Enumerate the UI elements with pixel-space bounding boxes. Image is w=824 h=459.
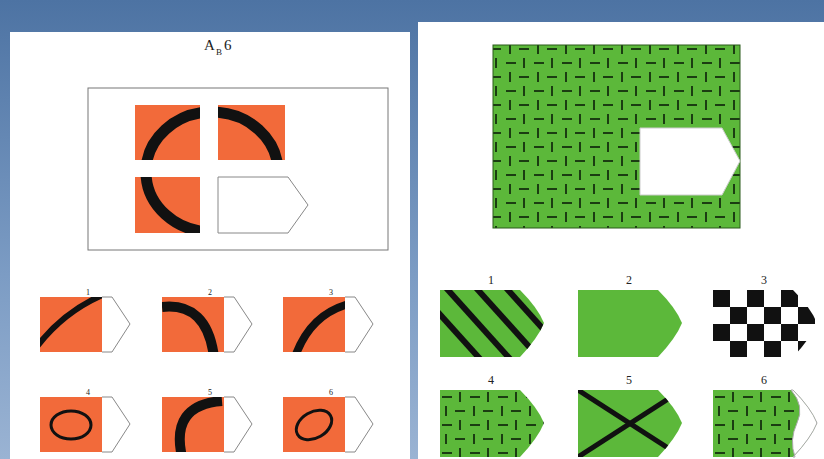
option-number: 3 xyxy=(329,289,333,297)
option-number: 6 xyxy=(329,389,333,397)
option-number: 2 xyxy=(208,289,212,297)
option-number: 4 xyxy=(86,389,90,397)
item-code: A xyxy=(204,38,215,53)
option-number: 4 xyxy=(488,374,494,386)
option-number: 2 xyxy=(626,274,632,286)
option-number: 1 xyxy=(86,289,90,297)
item-code: 6 xyxy=(224,38,232,53)
option-number: 1 xyxy=(488,274,494,286)
option-number: 6 xyxy=(761,374,767,386)
option-number: 5 xyxy=(626,374,632,386)
item-code: B xyxy=(216,48,222,57)
option-number: 3 xyxy=(761,274,767,286)
option-number: 5 xyxy=(208,389,212,397)
